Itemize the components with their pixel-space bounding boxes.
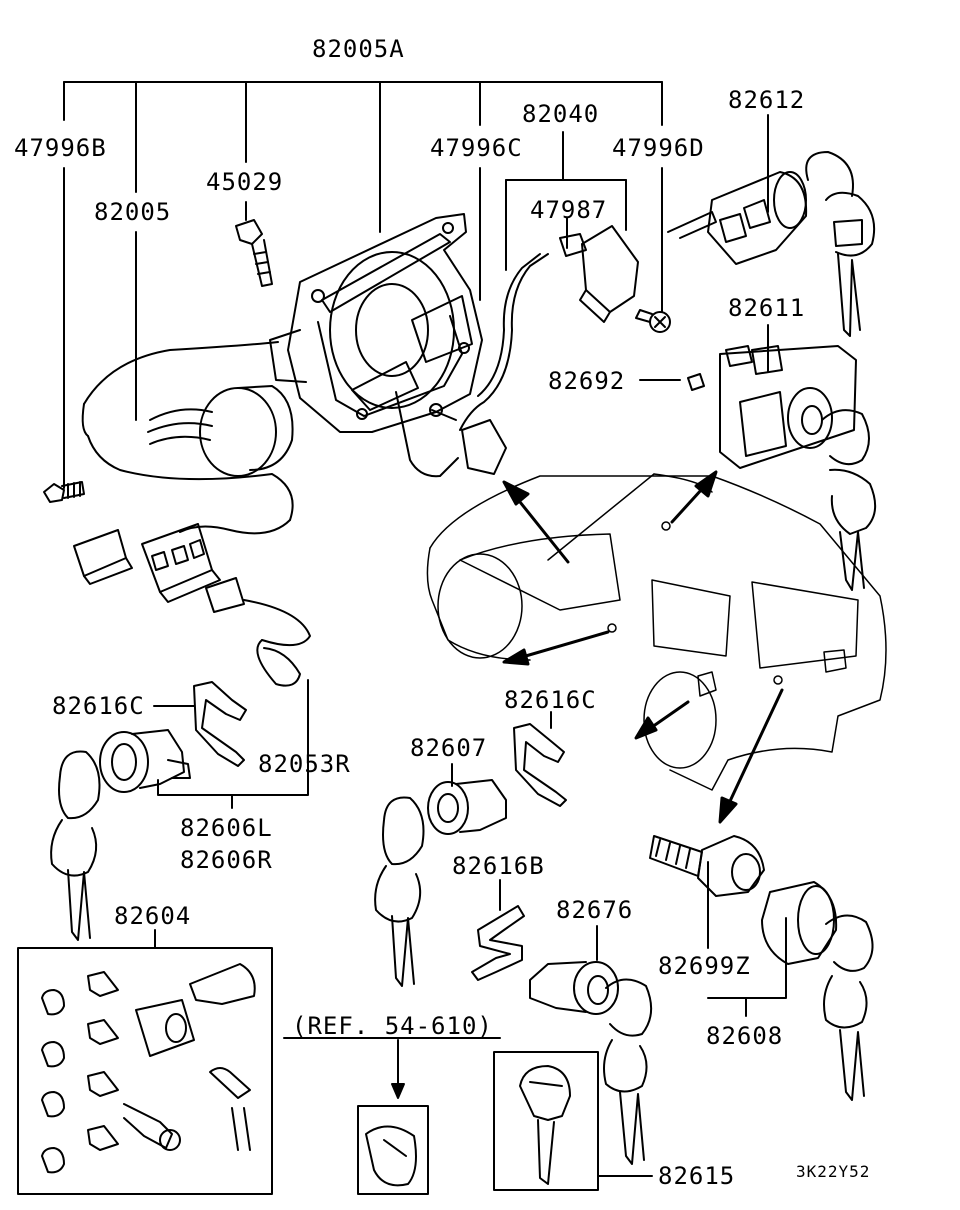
label-82616b: 82616B [452, 852, 545, 880]
sensor-82040 [459, 225, 639, 475]
lock-cylinder-82611 [687, 345, 877, 591]
label-82611: 82611 [728, 294, 806, 322]
kit-box-82604 [17, 947, 273, 1195]
screw-47996d [635, 309, 671, 333]
key-box-82615 [493, 1051, 599, 1191]
lock-82699z-82608 [649, 835, 874, 1101]
label-82604: 82604 [114, 902, 192, 930]
screw-47996b [43, 481, 85, 503]
label-45029: 45029 [206, 168, 284, 196]
clip-82616c-left [193, 681, 247, 767]
label-82053r: 82053R [258, 750, 351, 778]
lock-82607 [374, 779, 507, 987]
vehicle-outline [426, 473, 887, 791]
label-82607: 82607 [410, 734, 488, 762]
label-ref-54-610: (REF. 54-610) [292, 1012, 493, 1040]
label-82040: 82040 [522, 100, 600, 128]
ref-box [357, 1105, 429, 1195]
leader-lines [63, 81, 787, 1177]
ignition-switch-harness [73, 341, 311, 687]
label-82005a: 82005A [312, 35, 405, 63]
label-82606l: 82606L [180, 814, 273, 842]
label-82616c-mid: 82616C [504, 686, 597, 714]
direction-arrows [502, 470, 784, 824]
label-82616c-left: 82616C [52, 692, 145, 720]
label-47996b: 47996B [14, 134, 107, 162]
label-82606r: 82606R [180, 846, 273, 874]
label-82005: 82005 [94, 198, 172, 226]
screw-45029 [235, 219, 273, 287]
clip-82616b [471, 905, 525, 981]
label-82615: 82615 [658, 1162, 736, 1190]
lock-82676 [529, 961, 653, 1165]
label-47987: 47987 [530, 196, 608, 224]
label-82676: 82676 [556, 896, 634, 924]
clip-82616c-mid [513, 723, 567, 807]
label-82612: 82612 [728, 86, 806, 114]
steering-lock-assembly [269, 213, 483, 478]
label-82692: 82692 [548, 367, 626, 395]
label-47996d: 47996D [612, 134, 705, 162]
diagram-code: 3K22Y52 [796, 1162, 871, 1181]
door-lock-82606 [50, 729, 191, 941]
ignition-lock-82612 [667, 151, 876, 337]
label-82699z: 82699Z [658, 952, 751, 980]
label-82608: 82608 [706, 1022, 784, 1050]
label-47996c: 47996C [430, 134, 523, 162]
